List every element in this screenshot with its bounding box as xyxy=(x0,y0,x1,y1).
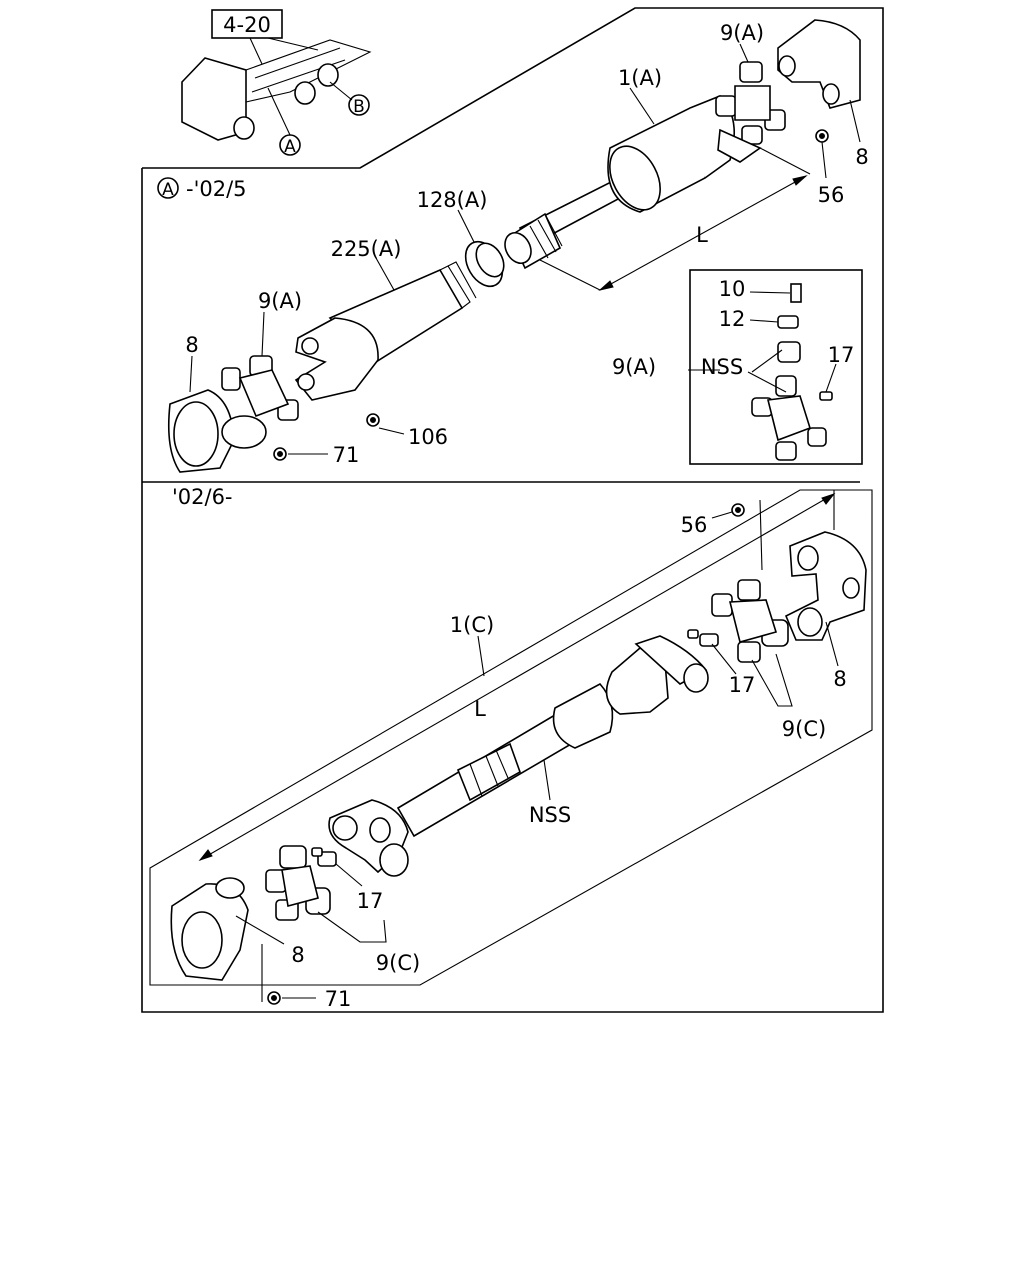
truck-location-icon: 4-20 A B xyxy=(181,9,372,157)
flange-yoke-top xyxy=(777,19,861,143)
slip-yoke-225a xyxy=(294,261,477,427)
circle-b-label: B xyxy=(353,97,365,117)
label-inset-10: 10 xyxy=(719,277,746,301)
section-a-labels: 9(A) 1(A) 8 56 128(A) 225(A) 9(A) 8 106 … xyxy=(185,21,868,467)
label-56-bottom: 56 xyxy=(681,513,708,537)
label-inset-17: 17 xyxy=(828,343,855,367)
section-c-date: '02/6- xyxy=(172,485,233,509)
label-9a-top: 9(A) xyxy=(720,21,764,45)
label-71-top: 71 xyxy=(333,443,360,467)
dimension-l-bottom-label: L xyxy=(474,697,486,721)
label-8-left: 8 xyxy=(185,333,198,357)
label-1a: 1(A) xyxy=(618,66,662,90)
label-128a: 128(A) xyxy=(417,188,488,212)
diagram-frame xyxy=(141,7,884,1013)
label-9c-bottom-left: 9(C) xyxy=(376,951,420,975)
label-8-bottom-right: 8 xyxy=(833,667,846,691)
dimension-l-top: L xyxy=(539,147,811,291)
universal-joint-bottom-left xyxy=(265,845,337,921)
label-1c: 1(C) xyxy=(450,613,494,637)
dimension-l-bottom: L xyxy=(198,490,836,1002)
label-8-bottom-left: 8 xyxy=(291,943,304,967)
section-a-marker: A xyxy=(162,180,174,200)
universal-joint-bottom-right xyxy=(687,579,789,663)
label-9c-bottom-right: 9(C) xyxy=(782,717,826,741)
label-17-bottom-left: 17 xyxy=(357,889,384,913)
section-a-date: -'02/5 xyxy=(186,177,247,201)
circle-a-label: A xyxy=(284,137,296,157)
flange-left xyxy=(167,389,287,473)
propeller-shaft-1c xyxy=(149,489,873,986)
label-106: 106 xyxy=(408,425,448,449)
label-17-bottom-right: 17 xyxy=(729,673,756,697)
label-inset-9a: 9(A) xyxy=(612,355,656,379)
label-inset-nss: NSS xyxy=(701,355,743,379)
dimension-l-top-label: L xyxy=(696,223,708,247)
flange-yoke-bottom-right xyxy=(731,503,867,641)
label-71-bottom: 71 xyxy=(325,987,352,1011)
inset-u-joint-detail: 10 12 9(A) NSS 17 xyxy=(612,269,863,465)
universal-joint-top xyxy=(715,61,786,163)
label-225a: 225(A) xyxy=(331,237,402,261)
label-nss-bottom: NSS xyxy=(529,803,571,827)
label-56-top: 56 xyxy=(818,183,845,207)
label-9a-left: 9(A) xyxy=(258,289,302,313)
section-c-labels: 56 1(C) 8 17 9(C) NSS 17 8 9(C) 71 xyxy=(235,511,847,1011)
label-inset-12: 12 xyxy=(719,307,746,331)
flange-bottom-left xyxy=(170,877,281,1005)
section-a-header: A -'02/5 xyxy=(157,177,247,201)
section-c-header: '02/6- xyxy=(172,485,233,509)
universal-joint-left xyxy=(221,355,299,421)
reference-box-label: 4-20 xyxy=(223,13,271,37)
nut-128a xyxy=(464,240,505,288)
propeller-shaft-1a xyxy=(504,95,736,270)
label-8-top: 8 xyxy=(855,145,868,169)
